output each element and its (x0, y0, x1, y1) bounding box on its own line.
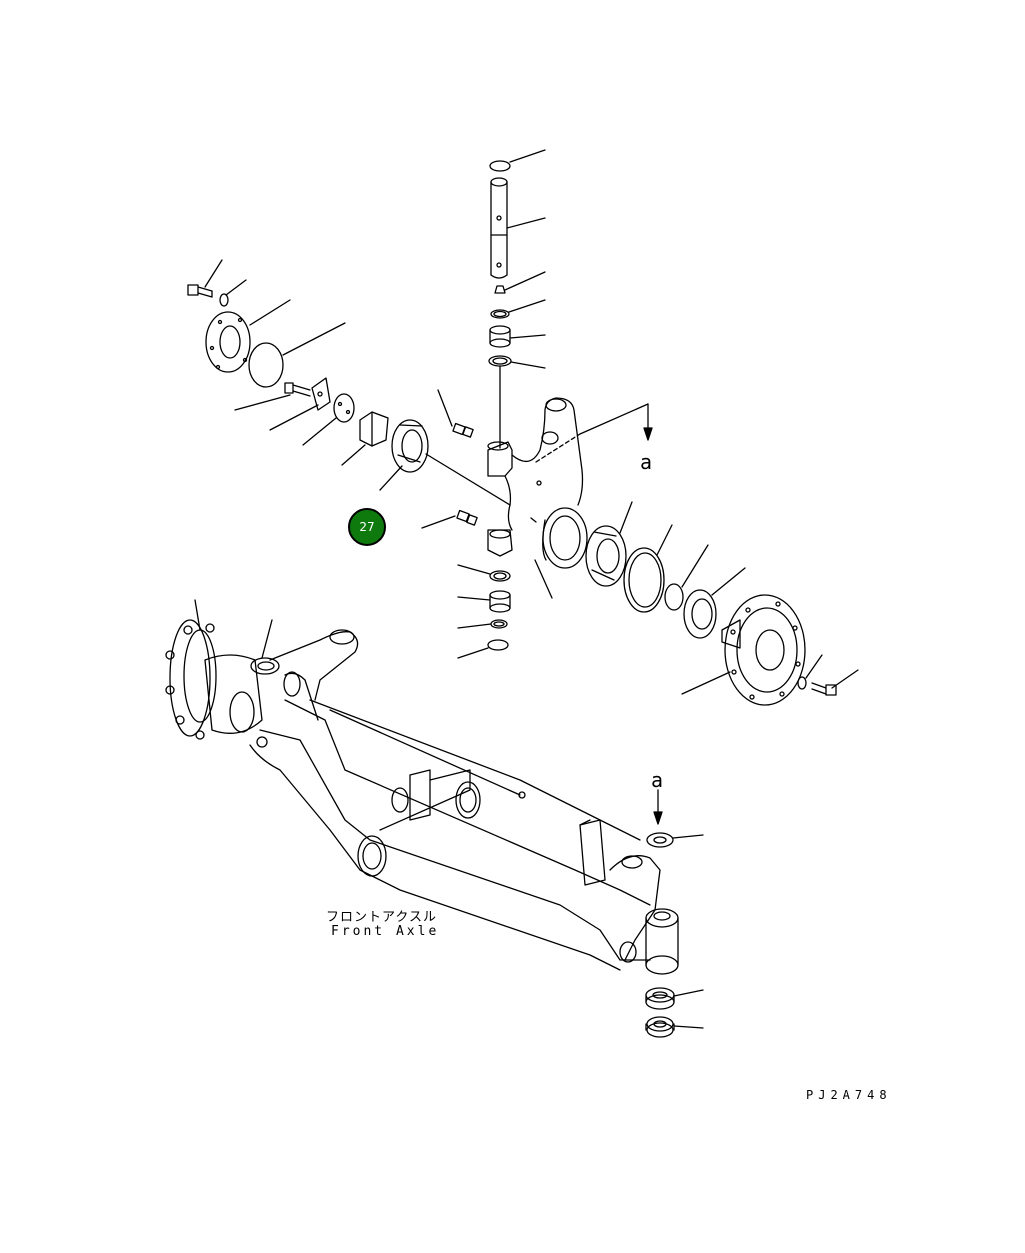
axle-label-japanese: フロントアクスル (326, 910, 437, 925)
kingpin-bushing-upper (489, 325, 546, 348)
kingpin-seal-lower (457, 619, 508, 629)
grease-fitting-upper (437, 389, 474, 438)
hub-oil-seal (623, 524, 673, 613)
view-label-lower: a (651, 768, 664, 792)
view-arrow-lower (653, 789, 663, 825)
cover-washer (219, 279, 247, 307)
hub-washer (797, 654, 823, 690)
axle-label-english: Front Axle (331, 924, 440, 939)
kingpin (490, 177, 546, 279)
kingpin-plug (494, 271, 546, 294)
kingpin-seal-upper (490, 299, 546, 319)
kingpin-cap (489, 149, 546, 172)
pivot-washer-bottom (645, 1016, 704, 1038)
pivot-washer-top (646, 832, 704, 848)
grease-fitting-lower (421, 509, 478, 529)
thrust-washer (302, 393, 355, 446)
part-callout-27[interactable]: 27 (348, 508, 386, 546)
kingpin-shim-lower (457, 564, 511, 582)
hub-bearing-right (585, 501, 633, 587)
steering-knuckle (487, 397, 588, 599)
pivot-bushing (645, 987, 704, 1010)
drawing-id: PJ2A748 (806, 1088, 892, 1102)
hub-spacer (683, 567, 746, 639)
view-label-upper: a (640, 450, 653, 474)
thrust-bolt (234, 382, 311, 411)
hub-bolt (811, 669, 859, 696)
kingpin-bushing-lower (457, 590, 511, 613)
lock-plate (269, 377, 331, 431)
wheel-hub (681, 594, 806, 706)
kingpin-shim-upper (488, 355, 546, 449)
hub-bearing-left (379, 419, 511, 506)
cover-plate (205, 299, 291, 373)
cover-o-ring (248, 322, 346, 388)
kingpin-cap-lower (457, 639, 509, 659)
spacer-block (341, 411, 389, 466)
front-axle-housing (165, 599, 679, 975)
hub-o-ring (664, 544, 709, 611)
cover-bolt (187, 259, 223, 298)
view-arrow-upper (535, 403, 653, 463)
